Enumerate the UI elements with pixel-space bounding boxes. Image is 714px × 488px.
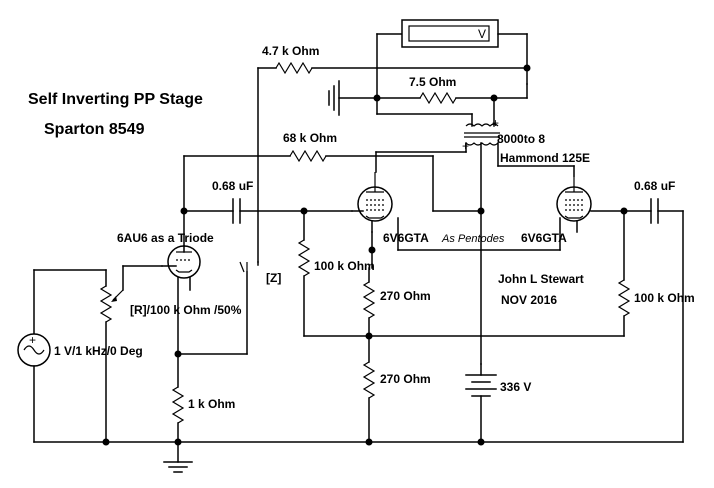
resistor-4k7-label: 4.7 k Ohm xyxy=(262,44,319,58)
resistor-100k-left: 100 k Ohm xyxy=(297,210,375,337)
resistor-7r5-label: 7.5 Ohm xyxy=(409,75,456,89)
potentiometer-label: [R]/100 k Ohm /50% xyxy=(130,303,242,317)
diagram-title: Self Inverting PP Stage xyxy=(28,91,203,108)
resistor-4k7: 4.7 k Ohm xyxy=(257,44,528,263)
resistor-100k-left-label: 100 k Ohm xyxy=(314,259,375,273)
resistor-1k-label: 1 k Ohm xyxy=(188,397,235,411)
tube-6au6-label: 6AU6 as a Triode xyxy=(117,231,214,245)
capacitor-right-label: 0.68 uF xyxy=(634,179,675,193)
svg-text:+: + xyxy=(492,116,499,130)
author-name: John L Stewart xyxy=(498,272,584,286)
resistor-270-upper-label: 270 Ohm xyxy=(380,289,431,303)
tube-6v6-left-label: 6V6GTA xyxy=(383,231,429,245)
capacitor-left-label: 0.68 uF xyxy=(212,179,253,193)
resistor-270-lower-label: 270 Ohm xyxy=(380,372,431,386)
battery-336v: 336 V xyxy=(465,363,531,443)
resistor-100k-right-label: 100 k Ohm xyxy=(634,291,695,305)
pentode-note: As Pentodes xyxy=(441,233,505,245)
switch-label: [Z] xyxy=(266,271,281,285)
resistor-270-lower: 270 Ohm xyxy=(362,335,431,443)
capacitor-right: 0.68 uF xyxy=(623,179,684,224)
switch-z: [Z] xyxy=(239,261,281,355)
resistor-68k-label: 68 k Ohm xyxy=(283,131,337,145)
battery-label: 336 V xyxy=(500,380,531,394)
resistor-270-upper: 270 Ohm xyxy=(362,267,431,337)
voltmeter-unit: V xyxy=(478,27,486,41)
resistor-68k: 68 k Ohm xyxy=(183,131,434,212)
tube-6v6-right xyxy=(556,176,625,233)
ac-source: + 1 V/1 kHz/0 Deg xyxy=(17,269,143,443)
tube-6v6-left xyxy=(351,172,393,233)
resistor-7r5: 7.5 Ohm xyxy=(376,75,495,105)
diagram-subtitle: Sparton 8549 xyxy=(44,121,145,138)
voltmeter: V xyxy=(376,19,528,99)
ground-symbol-bottom xyxy=(163,441,193,473)
ac-source-label: 1 V/1 kHz/0 Deg xyxy=(54,344,143,358)
tube-6au6-triode xyxy=(161,245,201,355)
transformer-ratio-label: 8000to 8 xyxy=(497,132,545,146)
resistor-1k: 1 k Ohm xyxy=(171,353,235,443)
svg-text:+: + xyxy=(29,333,36,347)
resistor-100k-right: 100 k Ohm xyxy=(617,210,695,337)
capacitor-left: 0.68 uF xyxy=(183,179,353,224)
transformer-model-label: Hammond 125E xyxy=(500,151,590,165)
tube-6v6-right-label: 6V6GTA xyxy=(521,231,567,245)
ground-symbol-top xyxy=(328,80,378,116)
author-date: NOV 2016 xyxy=(501,293,557,307)
potentiometer: [R]/100 k Ohm /50% xyxy=(99,269,242,443)
output-transformer: + + 8000to 8 Hammond 125E xyxy=(462,116,590,165)
